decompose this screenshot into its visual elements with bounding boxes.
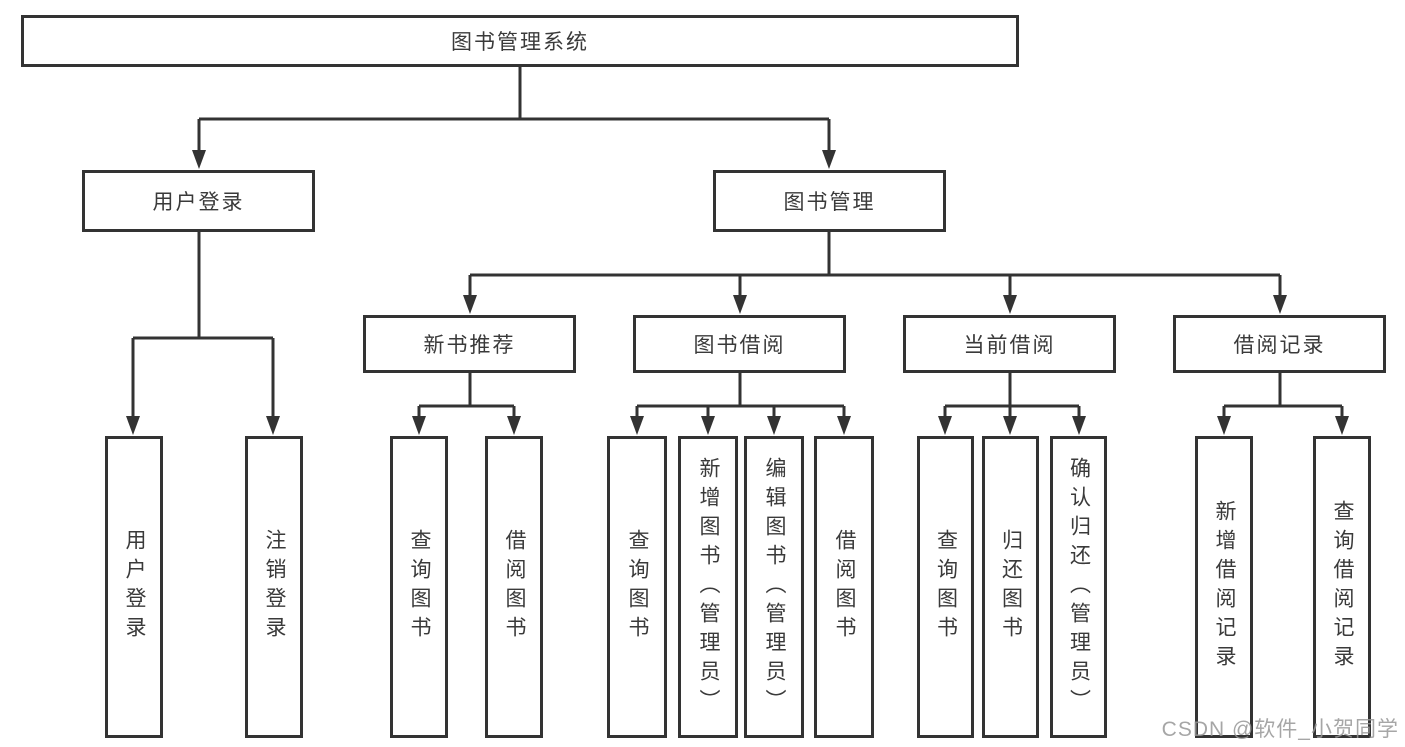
leaf-borrow-books-2-label: 借阅图书	[833, 529, 856, 645]
node-book-management-label: 图书管理	[783, 191, 876, 214]
leaf-edit-books-admin-label: 编辑图书（管理员）	[763, 456, 786, 718]
leaf-borrow-books-1: 借阅图书	[485, 436, 543, 738]
leaf-user-login-label: 用户登录	[123, 529, 146, 645]
leaf-borrow-books-2: 借阅图书	[814, 436, 874, 738]
node-borrow-records-label: 借阅记录	[1233, 334, 1326, 357]
node-borrow-records: 借阅记录	[1173, 315, 1386, 373]
node-root: 图书管理系统	[21, 15, 1019, 67]
leaf-add-books-admin-label: 新增图书（管理员）	[697, 456, 720, 718]
leaf-query-books-2: 查询图书	[607, 436, 667, 738]
node-current-borrow: 当前借阅	[903, 315, 1116, 373]
node-root-label: 图书管理系统	[451, 31, 589, 54]
leaf-add-borrow-record-label: 新增借阅记录	[1213, 500, 1236, 674]
leaf-query-books-1-label: 查询图书	[408, 529, 431, 645]
leaf-borrow-books-1-label: 借阅图书	[503, 529, 526, 645]
node-book-management: 图书管理	[713, 170, 946, 232]
node-new-book-recommend-label: 新书推荐	[423, 334, 516, 357]
leaf-query-books-1: 查询图书	[390, 436, 448, 738]
node-user-login: 用户登录	[82, 170, 315, 232]
leaf-add-books-admin: 新增图书（管理员）	[678, 436, 738, 738]
node-book-borrow-label: 图书借阅	[693, 334, 786, 357]
node-book-borrow: 图书借阅	[633, 315, 846, 373]
arrowhead-icons	[126, 150, 1349, 435]
leaf-return-books: 归还图书	[982, 436, 1039, 738]
leaf-edit-books-admin: 编辑图书（管理员）	[744, 436, 804, 738]
leaf-query-books-2-label: 查询图书	[626, 529, 649, 645]
leaf-query-books-3: 查询图书	[917, 436, 974, 738]
leaf-logout-label: 注销登录	[263, 529, 286, 645]
leaf-query-books-3-label: 查询图书	[934, 529, 958, 645]
leaf-add-borrow-record: 新增借阅记录	[1195, 436, 1253, 738]
leaf-logout: 注销登录	[245, 436, 303, 738]
csdn-watermark: CSDN @软件_小贺同学	[1161, 718, 1399, 741]
node-user-login-label: 用户登录	[152, 191, 245, 214]
leaf-user-login: 用户登录	[105, 436, 163, 738]
node-new-book-recommend: 新书推荐	[363, 315, 576, 373]
leaf-query-borrow-record-label: 查询借阅记录	[1331, 500, 1354, 674]
leaf-confirm-return-admin: 确认归还（管理员）	[1050, 436, 1107, 738]
leaf-return-books-label: 归还图书	[999, 529, 1023, 645]
node-current-borrow-label: 当前借阅	[963, 334, 1056, 357]
leaf-confirm-return-admin-label: 确认归还（管理员）	[1067, 456, 1091, 718]
leaf-query-borrow-record: 查询借阅记录	[1313, 436, 1371, 738]
